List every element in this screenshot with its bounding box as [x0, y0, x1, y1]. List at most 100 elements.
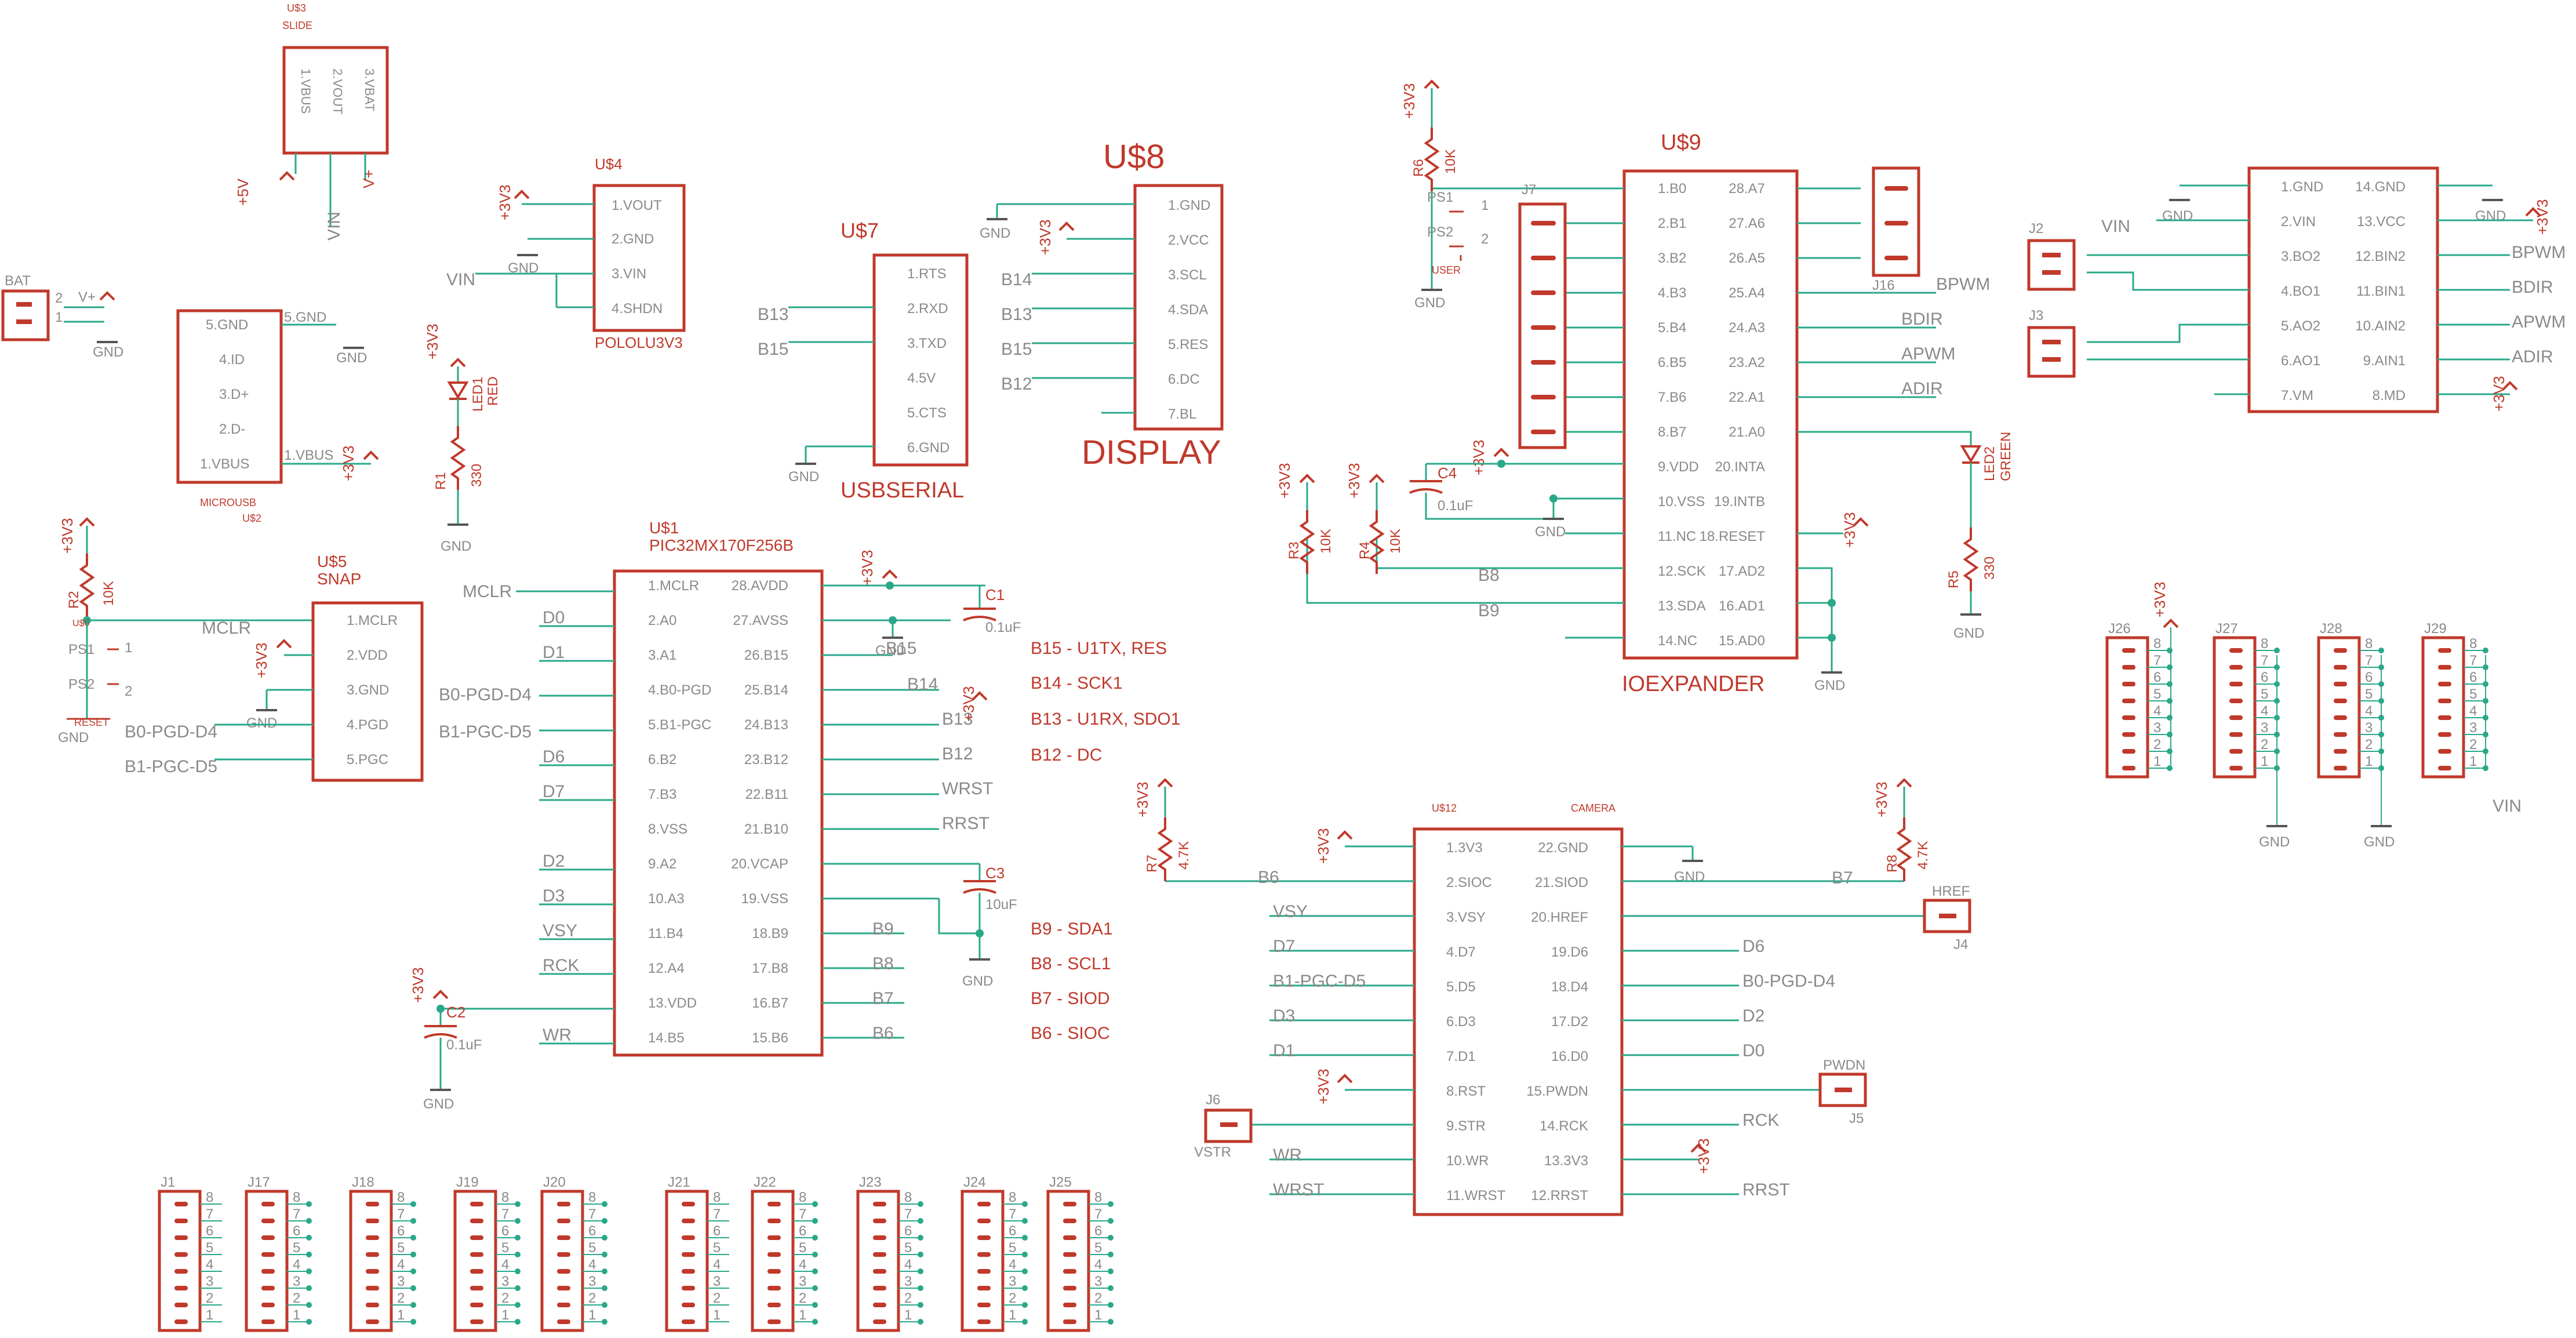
u3-vplus-label: V+	[360, 169, 377, 188]
u12-pin-left-2: 2.SIOC	[1446, 875, 1492, 890]
bat-pin-2: 2	[55, 290, 63, 306]
r4-3v3: +3V3	[1345, 463, 1363, 499]
md-gnd-left: GND	[2162, 208, 2193, 224]
u2-gnd: GND	[336, 350, 367, 366]
u4-value: POLOLU3V3	[595, 334, 683, 351]
c3-value: 10uF	[985, 897, 1017, 912]
header-j19-pin-6: 6	[501, 1223, 509, 1239]
header-j26-pin-5: 5	[2153, 686, 2161, 702]
u8-pin-7: 7.BL	[1168, 406, 1196, 422]
u9-pin-right-3: 26.A5	[1729, 250, 1765, 266]
md-net-adir: ADIR	[2512, 347, 2553, 366]
header-j19-pin-1: 1	[501, 1307, 509, 1323]
header-j18-pin-4: 4	[397, 1257, 405, 1272]
u12-pin-left-7: 7.D1	[1446, 1049, 1476, 1064]
u12-pin-right-1: 22.GND	[1538, 840, 1588, 856]
reset-label: RESET	[74, 717, 109, 728]
header-j29-pin-7: 7	[2469, 653, 2477, 668]
header-j21-pin-4: 4	[713, 1257, 721, 1272]
cam-net-b7: B7	[1832, 868, 1853, 888]
cam-net-rrst: RRST	[1742, 1180, 1790, 1199]
header-j26-pin-3: 3	[2153, 720, 2161, 736]
c4-ref: C4	[1438, 464, 1457, 482]
r3-ref: R3	[1286, 541, 1302, 559]
r3-3v3: +3V3	[1276, 463, 1293, 499]
header-j27-pin-8: 8	[2261, 636, 2268, 652]
u5-pin-4: 4.PGD	[347, 717, 388, 733]
header-j19-label: J19	[456, 1175, 479, 1190]
j16-label: J16	[1872, 278, 1895, 293]
u1-pin-left-5: 5.B1-PGC	[648, 717, 711, 733]
u3-pin-3: 3.VBAT	[362, 68, 377, 111]
header-j18-label: J18	[352, 1175, 374, 1190]
u7-pin-5: 5.CTS	[907, 405, 947, 421]
u8-net-b15: B15	[1001, 340, 1032, 359]
header-stack-j7-j14: J7	[1518, 182, 1567, 449]
c2-value: 0.1uF	[446, 1037, 482, 1053]
u9-pin-right-7: 22.A1	[1729, 390, 1765, 405]
u9-pin-left-13: 13.SDA	[1658, 598, 1706, 614]
header-j18-pin-8: 8	[397, 1190, 405, 1205]
u8-net-b13: B13	[1001, 305, 1032, 324]
u1-pin-right-4: 25.B14	[744, 682, 788, 698]
u9-pin-right-14: 15.AD0	[1719, 633, 1765, 649]
header-j23-pin-6: 6	[904, 1223, 912, 1239]
header-j23-pin-1: 1	[904, 1307, 912, 1323]
u8-net-b12: B12	[1001, 375, 1032, 394]
header-j22-pin-2: 2	[799, 1290, 806, 1306]
u1-3v3: +3V3	[960, 686, 977, 722]
u8-3v3: +3V3	[1036, 220, 1054, 255]
header-j23-pin-5: 5	[904, 1240, 912, 1256]
snap-net-mclr: MCLR	[202, 619, 251, 638]
u8-gnd: GND	[980, 226, 1010, 241]
header-j26-label: J26	[2108, 621, 2131, 637]
header-j28-pin-1: 1	[2365, 754, 2373, 769]
u3-pin-1: 1.VBUS	[299, 68, 313, 114]
r7-3v3: +3V3	[1134, 782, 1151, 817]
u7-value: USBSERIAL	[841, 478, 964, 503]
u9-net-b9: B9	[1478, 601, 1500, 620]
header-j1-pin-2: 2	[206, 1290, 213, 1306]
u1-pin-right-9: 20.VCAP	[731, 856, 788, 872]
header-j24-pin-6: 6	[1009, 1223, 1016, 1239]
md-net-apwm: APWM	[2512, 312, 2566, 332]
u9-pin-right-1: 28.A7	[1729, 181, 1765, 197]
header-j26-pin-6: 6	[2153, 670, 2161, 685]
header-j19-pin-4: 4	[501, 1257, 509, 1272]
u2-pin-2: 2.D-	[219, 421, 245, 437]
u9-net-b8: B8	[1478, 566, 1500, 585]
bat-vplus: V+	[78, 289, 96, 305]
u1-net-rrst: RRST	[942, 814, 989, 833]
u4-ref: U$4	[595, 155, 623, 173]
header-j23-pin-7: 7	[904, 1206, 912, 1222]
u9-pin-left-8: 8.B7	[1658, 424, 1686, 440]
u5-pin-3: 3.GND	[347, 682, 389, 698]
note-b7: B7 - SIOD	[1031, 989, 1110, 1008]
header-j1-pin-3: 3	[206, 1274, 213, 1289]
header-j20-pin-3: 3	[588, 1274, 596, 1289]
c3-ref: C3	[985, 864, 1005, 882]
md-pin-left-1: 1.GND	[2281, 179, 2323, 195]
camera-u12: U$12 CAMERA 1.3V32.SIOC3.VSY4.D75.D56.D3…	[1134, 779, 1971, 1216]
header-j1-pin-4: 4	[206, 1257, 213, 1272]
u9-net-apwm: APWM	[1901, 344, 1955, 363]
u1-pin-left-8: 8.VSS	[648, 821, 687, 837]
md-net-bpwm: BPWM	[2512, 243, 2566, 262]
user-ps2: PS2	[1427, 224, 1453, 240]
header-j1-label: J1	[161, 1175, 175, 1190]
r8-value: 4.7K	[1915, 841, 1931, 870]
cam-net-d1: D1	[1273, 1041, 1295, 1060]
u9-pin-left-3: 3.B2	[1658, 250, 1686, 266]
u5-pin-5: 5.PGC	[347, 752, 388, 768]
u5-3v3: +3V3	[253, 643, 270, 678]
u12-3v3-a: +3V3	[1315, 828, 1332, 864]
header-j18-pin-3: 3	[397, 1274, 405, 1289]
header-j29-pin-1: 1	[2469, 754, 2477, 769]
u12-pin-right-5: 18.D4	[1551, 979, 1588, 995]
reset-pin-1: 1	[125, 640, 132, 656]
